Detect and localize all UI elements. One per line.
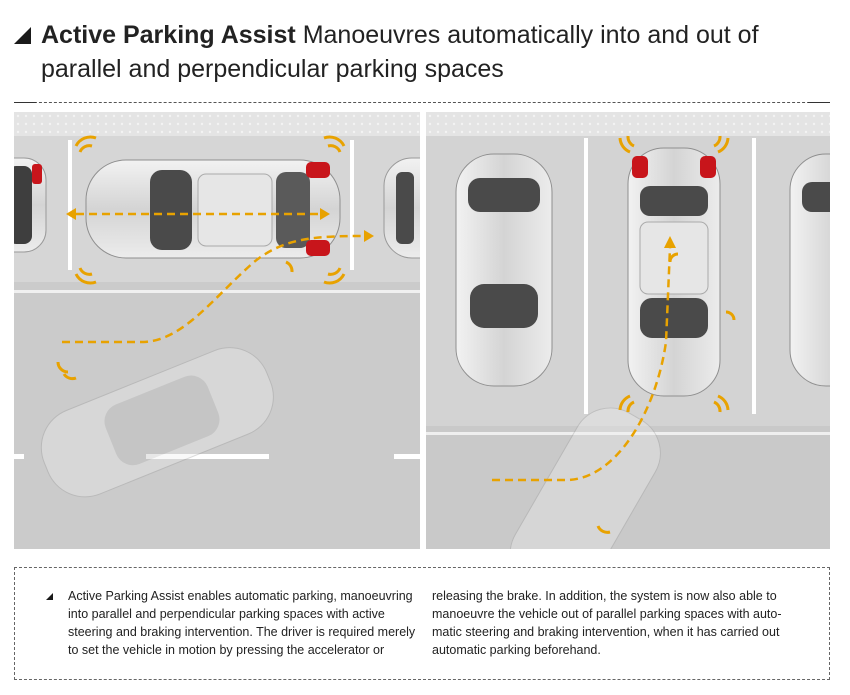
triangle-bullet-icon: [46, 593, 53, 600]
active-car: [627, 147, 721, 397]
caption-column-1: Active Parking Assist enables automatic …: [68, 587, 418, 659]
caption-line: into parallel and perpendicular parking …: [68, 607, 385, 621]
caption-line: steering and braking intervention. The d…: [68, 625, 416, 639]
divider-top: [14, 102, 830, 103]
caption-line: matic steering and braking intervention,…: [432, 625, 780, 639]
path-arrow-icon: [62, 212, 365, 344]
perpendicular-parking-illustration: [426, 112, 830, 549]
parking-sensor-wave-icon: [596, 135, 736, 534]
caption-line: releasing the brake. In addition, the sy…: [432, 589, 777, 603]
ghost-car: [40, 347, 274, 498]
parked-car-right: [789, 153, 830, 387]
parked-car-right: [383, 157, 420, 259]
title-line-1: Active Parking Assist Manoeuvres automat…: [14, 18, 814, 52]
caption-line: Active Parking Assist enables automatic …: [68, 589, 413, 603]
triangle-bullet-icon: [14, 27, 31, 44]
active-car: [85, 159, 341, 259]
path-arrow-icon: [492, 247, 672, 482]
parking-sensor-wave-icon: [56, 135, 346, 381]
title-rest: Manoeuvres automatically into and out of: [302, 21, 759, 49]
caption-line: to set the vehicle in motion by pressing…: [68, 643, 385, 657]
caption-line: manoeuvre the vehicle out of parallel pa…: [432, 607, 782, 621]
parked-car-left: [455, 153, 553, 387]
parallel-parking-illustration: [14, 112, 420, 549]
caption-border: [14, 567, 830, 680]
caption-line: automatic parking beforehand.: [432, 643, 601, 657]
caption-column-2: releasing the brake. In addition, the sy…: [432, 587, 792, 659]
caption-box: Active Parking Assist enables automatic …: [14, 567, 830, 680]
title-line-2: parallel and perpendicular parking space…: [41, 55, 504, 83]
title-bold: Active Parking Assist: [41, 21, 296, 49]
parked-car-left: [14, 157, 47, 253]
header: Active Parking Assist Manoeuvres automat…: [14, 18, 814, 86]
